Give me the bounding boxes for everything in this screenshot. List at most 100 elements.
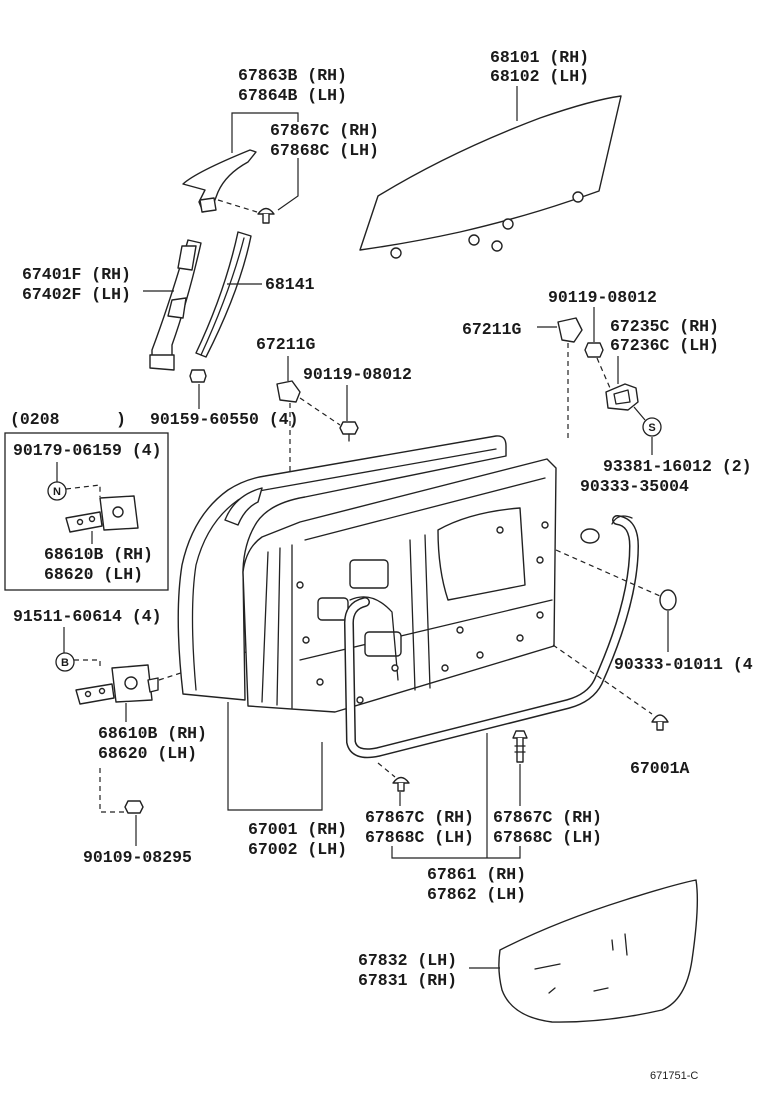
clip-67001a — [651, 714, 669, 731]
door-service-hole — [364, 631, 402, 657]
door-hole — [302, 636, 310, 644]
label-striker-lh: 67236C (LH) — [610, 336, 719, 355]
inset-hinge — [65, 495, 139, 533]
marker-s-circle — [642, 417, 662, 437]
bracket-left-body — [276, 380, 301, 403]
label-inset-hinge-rh: 68610B (RH) — [44, 545, 153, 564]
dash-clip-lower-left — [377, 762, 396, 778]
label-striker-rh: 67235C (RH) — [610, 317, 719, 336]
screw-head — [189, 369, 207, 383]
clip-lower-left-stem — [397, 782, 405, 792]
bracket-door-panel — [227, 702, 323, 811]
bracket-quarter-trim — [231, 112, 299, 153]
bolt-mid — [339, 421, 359, 442]
weatherstrip-end — [611, 515, 633, 525]
label-inset-date-open: (0208 — [10, 410, 60, 429]
dash-clip-67001a — [552, 644, 653, 715]
inset-hinge-bolt — [88, 515, 96, 523]
division-bar-bracket — [177, 245, 197, 271]
bracket-right-body — [557, 317, 583, 343]
label-hinge-rh: 68610B (RH) — [98, 724, 207, 743]
dash-striker — [596, 357, 611, 389]
quarter-trim-foot — [199, 197, 217, 213]
door-hole — [441, 664, 449, 672]
door-hole — [541, 521, 549, 529]
leader-upper-clip — [277, 158, 299, 211]
hole-cover-mark — [534, 963, 561, 970]
label-clip-67001a: 67001A — [630, 759, 690, 778]
bolt-mid-head — [339, 421, 359, 435]
label-bolt-right: 90119-08012 — [548, 288, 657, 307]
dash-marker-b — [74, 659, 101, 670]
door-hole — [356, 696, 364, 704]
door-lower-rail — [299, 599, 553, 661]
marker-b-letter: B — [61, 657, 69, 669]
upper-clip-stem — [262, 213, 270, 224]
weatherstrip-core — [345, 516, 638, 757]
figure-code: 671751-C — [650, 1070, 698, 1082]
hinge-pin — [124, 676, 138, 690]
label-door-glass-lh: 68102 (LH) — [490, 67, 589, 86]
service-hole-cover — [498, 879, 699, 1023]
label-inset-date-close: ) — [116, 410, 126, 429]
door-weatherstrip — [343, 515, 639, 759]
door-window-regulator — [349, 596, 399, 681]
hole-cover-mark — [624, 933, 628, 956]
upper-clip-head — [257, 207, 275, 215]
glass-bolt — [572, 191, 584, 203]
door-hole — [476, 651, 484, 659]
hinge-pivot — [147, 677, 159, 693]
label-bracket-right: 67211G — [462, 320, 522, 339]
hinge-screw-head — [124, 800, 144, 814]
door-hole — [316, 678, 324, 686]
door-center-rail — [424, 534, 431, 689]
bolt-right-head — [584, 342, 604, 358]
label-bolt-mid: 90119-08012 — [303, 365, 412, 384]
label-clip-lower-right-lh: 67868C (LH) — [493, 828, 602, 847]
bracket-left — [276, 380, 301, 403]
hole-cover-mark — [593, 987, 609, 992]
label-inset-bolt: 90179-06159 (4) — [13, 441, 162, 460]
run-channel-groove — [200, 237, 245, 356]
bracket-weatherstrip — [391, 846, 521, 859]
glass-bolt — [491, 240, 503, 252]
label-weatherstrip-lh: 67862 (LH) — [427, 885, 526, 904]
hinge-plate — [75, 683, 115, 705]
clip-lower-right-stem — [516, 737, 524, 763]
hole-cover-sheet — [498, 879, 699, 1023]
door-glass-pane — [359, 95, 622, 251]
quarter-trim — [182, 149, 257, 213]
glass-bolt — [502, 218, 514, 230]
bolt-right — [584, 342, 604, 358]
label-door-glass-rh: 68101 (RH) — [490, 48, 589, 67]
label-plug-lower: 90333-01011 (4 — [614, 655, 753, 674]
division-bar — [149, 239, 202, 371]
door-panel — [177, 435, 557, 713]
label-door-panel-lh: 67002 (LH) — [248, 840, 347, 859]
hole-cover-mark — [548, 987, 556, 994]
label-upper-clip-lh: 67868C (LH) — [270, 141, 379, 160]
dash-hinge-screw — [99, 768, 126, 813]
door-hole — [296, 581, 304, 589]
run-channel-body — [195, 231, 252, 358]
clip-lower-left-head — [392, 776, 410, 784]
label-bracket-left: 67211G — [256, 335, 316, 354]
glass-bolt — [468, 234, 480, 246]
label-hinge-screw: 90109-08295 — [83, 848, 192, 867]
door-service-hole — [317, 597, 349, 621]
label-inset-hinge-lh: 68620 (LH) — [44, 565, 143, 584]
marker-n-letter: N — [53, 486, 61, 498]
label-quarter-trim-rh: 67863B (RH) — [238, 66, 347, 85]
glass-bolt — [390, 247, 402, 259]
label-clip-lower-right-rh: 67867C (RH) — [493, 808, 602, 827]
label-quarter-trim-lh: 67864B (LH) — [238, 86, 347, 105]
dash-inset-hinge — [65, 484, 101, 497]
quarter-trim-body — [182, 149, 257, 213]
dash-plug-lower — [555, 549, 661, 597]
plug-lower — [659, 589, 677, 611]
division-bar-mid-bracket — [167, 297, 187, 319]
door-glass — [359, 95, 622, 259]
clip-lower-right — [512, 730, 528, 763]
